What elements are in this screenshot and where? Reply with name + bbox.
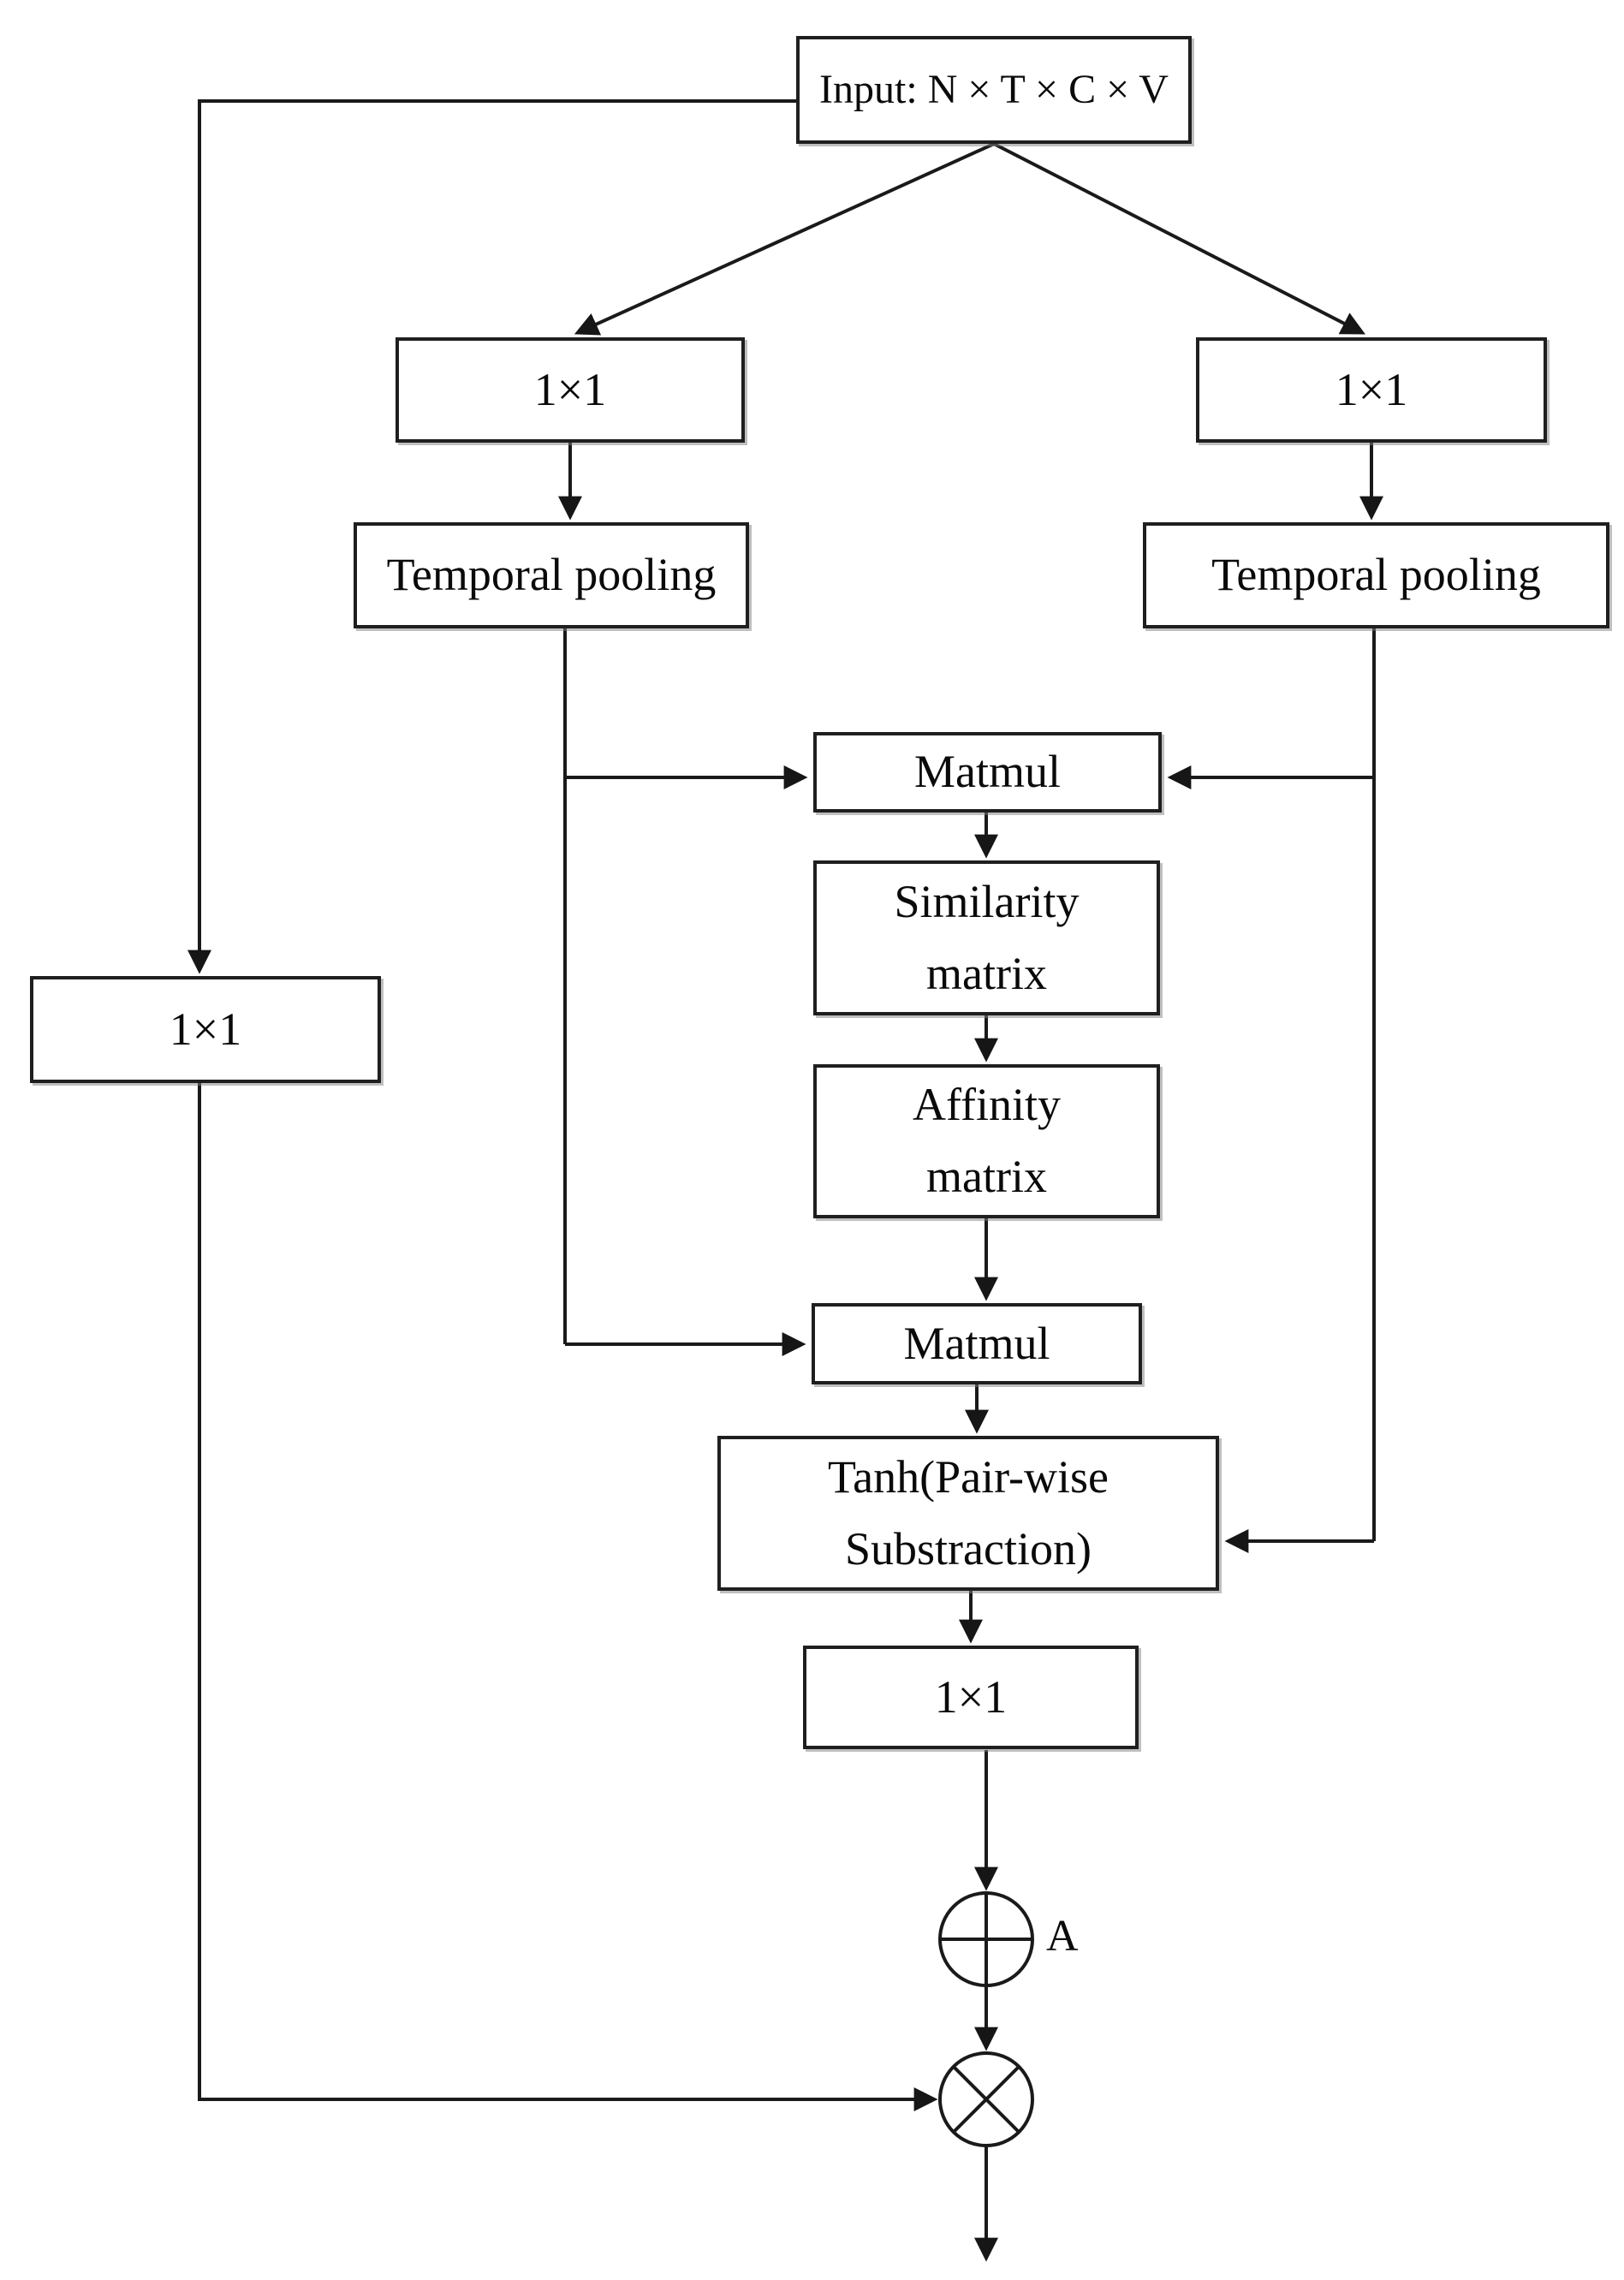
- node-tanh-pairwise-substraction: Tanh(Pair-wise Substraction): [717, 1436, 1219, 1591]
- node-matmul-bottom: Matmul: [812, 1303, 1142, 1384]
- node-conv-1x1-right: 1×1: [1196, 337, 1547, 443]
- node-similarity-matrix: Similarity matrix: [813, 860, 1160, 1015]
- edge-input-to-left-conv: [574, 142, 995, 336]
- node-temporal-pooling-right: Temporal pooling: [1143, 522, 1609, 628]
- multiply-operator-icon: [938, 2051, 1034, 2147]
- node-input: Input: N × T × C × V: [796, 36, 1192, 144]
- node-affinity-matrix: Affinity matrix: [813, 1064, 1160, 1218]
- node-matmul-top: Matmul: [813, 732, 1162, 813]
- node-temporal-pooling-left: Temporal pooling: [354, 522, 749, 628]
- node-conv-1x1-residual: 1×1: [30, 976, 381, 1083]
- node-conv-1x1-output: 1×1: [803, 1646, 1139, 1749]
- edge-residual-to-multiply: [198, 1083, 938, 2111]
- node-conv-1x1-left: 1×1: [396, 337, 745, 443]
- edge-input-to-right-conv: [993, 142, 1365, 335]
- add-operator-annotation: A: [1046, 1912, 1079, 1961]
- edge-input-to-residual: [187, 99, 796, 974]
